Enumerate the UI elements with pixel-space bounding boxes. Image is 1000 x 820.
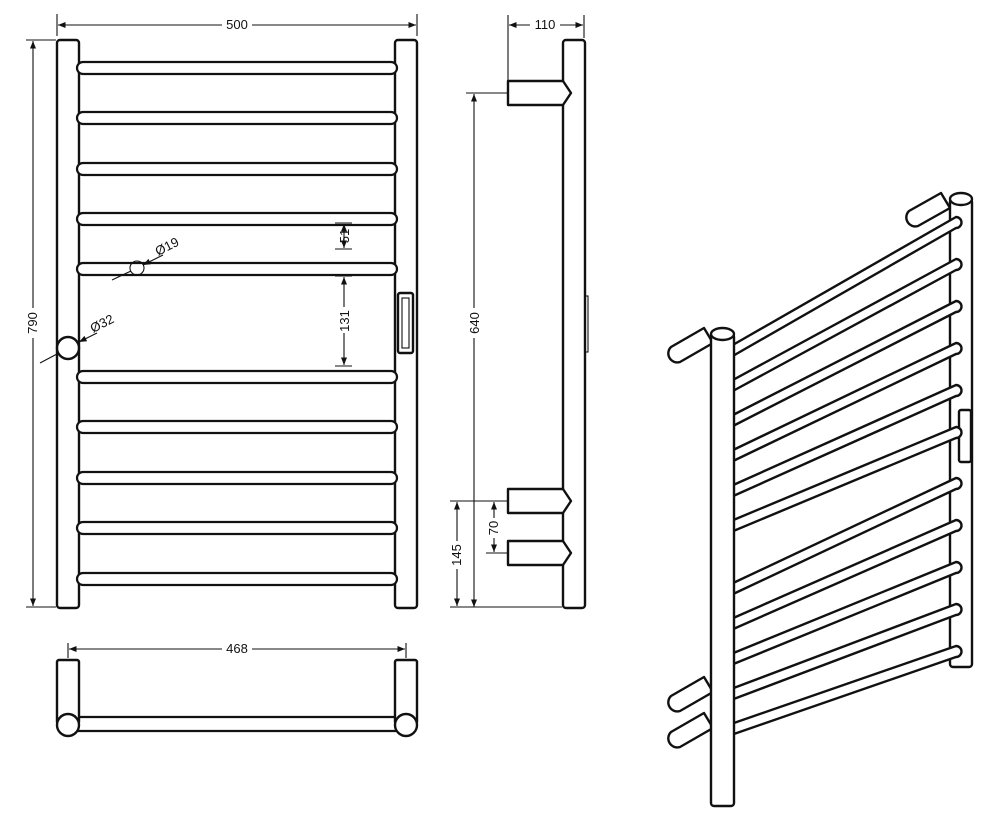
iso-rail-9 [729,560,963,667]
top-left-post-end [55,712,81,738]
rail-diameter-leader [142,254,164,266]
bracket-gap-label: 70 [486,521,501,535]
post-diameter-leader [78,332,98,343]
side-switch [584,295,589,353]
iso-lower-bracket [667,711,715,749]
side-lower-bracket [506,539,573,567]
iso-far-post-cap [948,191,974,207]
top-right-post-end [393,712,419,738]
iso-rail-3 [729,299,963,429]
iso-upper-bracket [667,326,715,364]
iso-rail-11 [729,644,963,737]
front-rail-7 [75,419,399,435]
bracket-span-label: 640 [467,312,482,334]
iso-middle-bracket [667,675,715,713]
iso-near-post-cap [709,326,736,342]
top-rail [64,715,412,733]
front-width-label: 500 [226,17,248,32]
front-rail-4 [75,211,399,227]
iso-near-post [709,332,736,808]
front-rail-1 [75,60,399,76]
side-view: 110 640 145 70 [448,15,589,610]
front-rail-2 [75,110,399,126]
lower-offset-label: 145 [449,544,464,566]
side-middle-bracket [506,487,573,515]
side-depth-label: 110 [535,17,556,32]
front-rails [75,60,399,587]
rail-diameter-label: Ø19 [153,234,182,259]
top-view: 468 [55,640,419,738]
iso-rail-2 [729,257,963,394]
isometric-view [667,191,974,808]
front-rail-6 [75,369,399,385]
iso-rails [729,215,963,737]
iso-rail-8 [729,518,963,632]
iso-back-bracket [905,191,952,228]
rail-gap-large-label: 131 [337,310,352,332]
iso-rail-4 [729,341,963,464]
iso-rail-5 [729,383,963,499]
front-rail-10 [75,571,399,587]
front-view: 500 790 51 131 Ø19 Ø32 [24,14,419,610]
rail-diameter-circle [129,260,145,276]
front-left-post [55,38,81,610]
rail-gap-small-label: 51 [337,229,352,243]
iso-rail-7 [729,476,963,597]
side-upper-bracket [506,79,573,107]
front-height-label: 790 [25,312,40,334]
top-width-label: 468 [226,641,248,656]
front-switch-inner [401,297,410,349]
side-post [561,38,587,610]
iso-rail-6 [729,425,963,534]
front-switch-box [396,291,415,355]
iso-rail-10 [729,602,963,702]
front-rail-8 [75,470,399,486]
front-rail-9 [75,520,399,536]
iso-rail-1 [729,215,963,359]
front-rail-3 [75,161,399,177]
front-rail-5 [75,261,399,277]
post-diameter-label: Ø32 [88,311,117,336]
post-diameter-circle [55,335,81,361]
